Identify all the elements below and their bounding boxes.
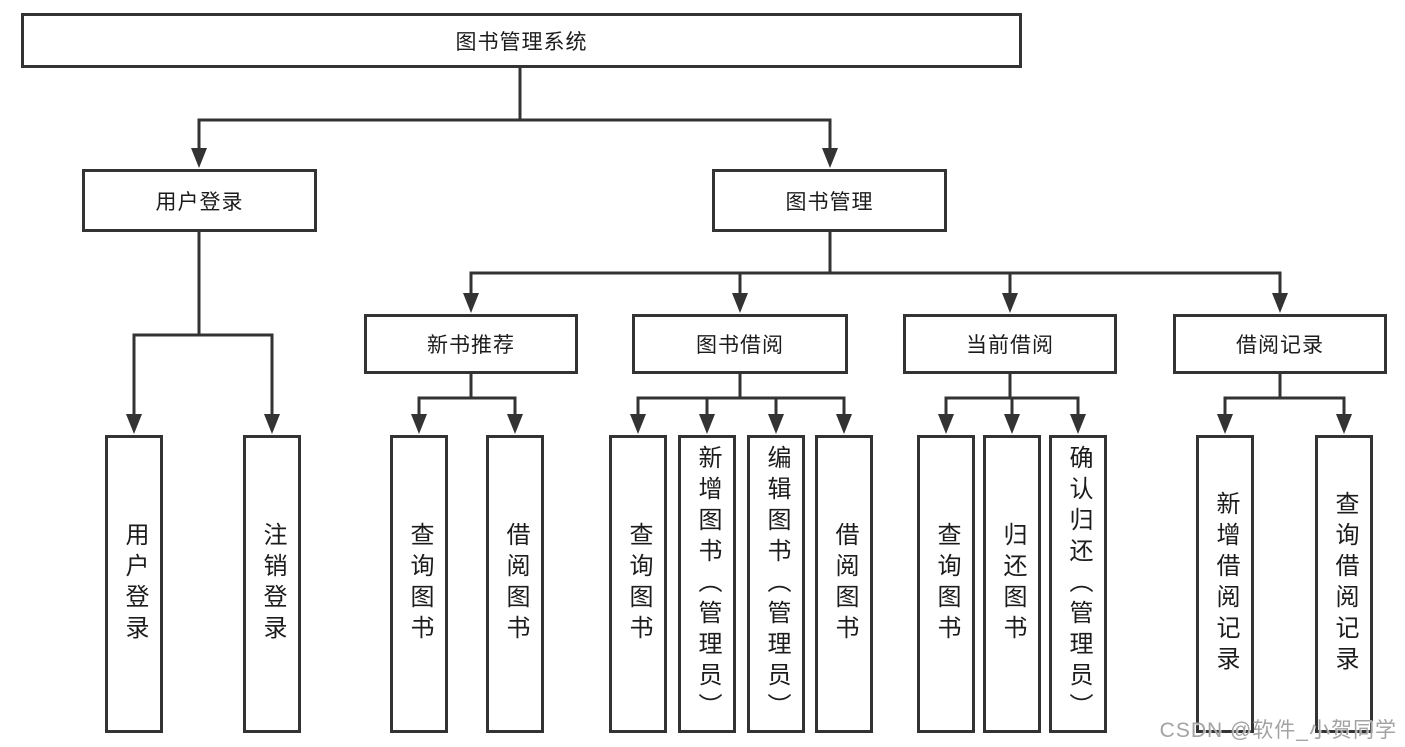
leaf-borrow-books-recommend: 借阅图书 bbox=[486, 435, 544, 733]
connector-current-borrow bbox=[938, 372, 1086, 434]
leaf-return-books: 归还图书 bbox=[983, 435, 1041, 733]
leaf-query-books-current: 查询图书 bbox=[917, 435, 975, 733]
connector-new-book-recommend bbox=[411, 372, 523, 434]
node-current-borrow: 当前借阅 bbox=[903, 314, 1117, 374]
connector-root bbox=[191, 66, 838, 168]
node-library-management-system: 图书管理系统 bbox=[21, 13, 1022, 68]
leaf-confirm-return-admin: 确认归还（管理员） bbox=[1049, 435, 1107, 733]
node-user-login: 用户登录 bbox=[82, 169, 317, 232]
leaf-add-books-admin: 新增图书（管理员） bbox=[678, 435, 736, 733]
csdn-watermark: CSDN @软件_小贺同学 bbox=[1159, 719, 1397, 742]
connector-borrow-records bbox=[1217, 372, 1352, 434]
leaf-logout: 注销登录 bbox=[243, 435, 301, 733]
leaf-query-books-recommend: 查询图书 bbox=[390, 435, 448, 733]
leaf-borrow-books: 借阅图书 bbox=[815, 435, 873, 733]
leaf-query-borrow-record: 查询借阅记录 bbox=[1315, 435, 1373, 733]
connector-book-management bbox=[463, 230, 1288, 313]
connector-user-login bbox=[126, 230, 280, 434]
leaf-user-login: 用户登录 bbox=[105, 435, 163, 733]
node-book-management: 图书管理 bbox=[712, 169, 947, 232]
node-borrow-records: 借阅记录 bbox=[1173, 314, 1387, 374]
connector-book-borrow bbox=[630, 372, 852, 434]
node-new-book-recommend: 新书推荐 bbox=[364, 314, 578, 374]
leaf-query-books-borrow: 查询图书 bbox=[609, 435, 667, 733]
node-book-borrow: 图书借阅 bbox=[632, 314, 848, 374]
leaf-add-borrow-record: 新增借阅记录 bbox=[1196, 435, 1254, 733]
leaf-edit-books-admin: 编辑图书（管理员） bbox=[747, 435, 805, 733]
